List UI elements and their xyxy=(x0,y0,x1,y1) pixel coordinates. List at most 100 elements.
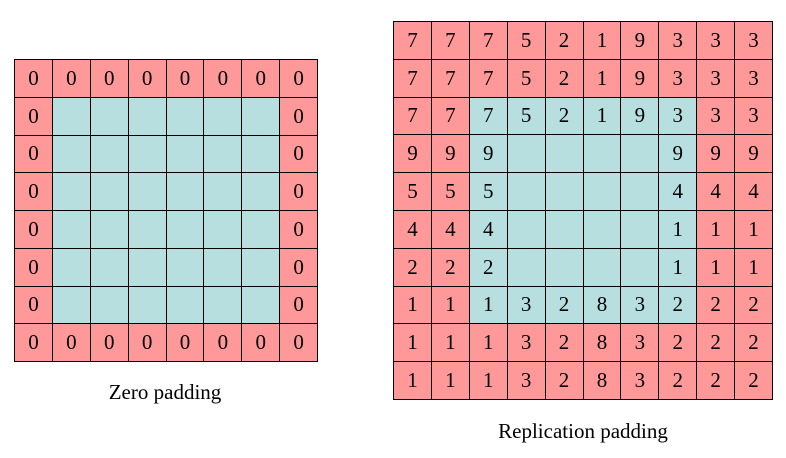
zero-padding-cell: 0 xyxy=(280,97,317,135)
zero-padding-cell xyxy=(52,248,90,286)
replication-padding-cell: 2 xyxy=(659,286,697,324)
zero-padding-cell: 0 xyxy=(15,286,52,324)
replication-padding-cell: 5 xyxy=(469,173,507,210)
zero-padding-cell xyxy=(166,286,204,324)
replication-padding-cell xyxy=(507,173,545,210)
zero-padding-cell: 0 xyxy=(52,324,90,361)
replication-padding-cell: 7 xyxy=(469,59,507,97)
zero-padding-cell xyxy=(90,135,128,173)
replication-padding-cell: 9 xyxy=(659,135,697,173)
zero-padding-cell: 0 xyxy=(280,248,317,286)
replication-padding-cell xyxy=(507,135,545,173)
replication-padding-cell: 2 xyxy=(545,324,583,362)
zero-padding-cell: 0 xyxy=(15,324,52,361)
replication-padding-cell: 2 xyxy=(394,248,431,286)
zero-padding-cell xyxy=(242,97,280,135)
replication-padding-cell: 4 xyxy=(431,210,469,248)
zero-padding-cell: 0 xyxy=(242,60,280,97)
replication-padding-cell: 7 xyxy=(469,22,507,59)
zero-padding-cell: 0 xyxy=(166,60,204,97)
zero-padding-cell: 0 xyxy=(15,211,52,248)
zero-padding-cell xyxy=(166,97,204,135)
zero-padding-cell xyxy=(166,211,204,248)
zero-padding-cell xyxy=(128,97,166,135)
replication-padding-cell: 2 xyxy=(697,324,735,362)
replication-padding-cell: 2 xyxy=(659,362,697,399)
replication-padding-cell: 1 xyxy=(394,286,431,324)
replication-padding-cell: 2 xyxy=(659,324,697,362)
zero-padding-cell xyxy=(204,248,242,286)
replication-padding-cell xyxy=(507,210,545,248)
replication-padding-cell: 1 xyxy=(697,248,735,286)
replication-padding-cell: 5 xyxy=(507,97,545,135)
zero-padding-cell xyxy=(128,248,166,286)
replication-padding-cell: 9 xyxy=(621,59,659,97)
zero-padding-cell xyxy=(242,135,280,173)
replication-padding-cell: 4 xyxy=(735,173,772,210)
replication-padding-cell: 1 xyxy=(697,210,735,248)
replication-padding-cell: 5 xyxy=(394,173,431,210)
replication-padding-cell: 9 xyxy=(621,22,659,59)
replication-padding-cell xyxy=(621,173,659,210)
replication-padding-cell: 4 xyxy=(469,210,507,248)
replication-padding-cell: 3 xyxy=(621,286,659,324)
zero-padding-cell xyxy=(204,97,242,135)
replication-padding-cell: 3 xyxy=(507,324,545,362)
replication-padding-cell xyxy=(621,135,659,173)
zero-padding-cell xyxy=(90,211,128,248)
replication-padding-cell: 9 xyxy=(621,97,659,135)
zero-padding-cell: 0 xyxy=(280,173,317,210)
replication-padding-cell: 2 xyxy=(431,248,469,286)
replication-padding-cell: 3 xyxy=(659,59,697,97)
replication-padding-cell: 7 xyxy=(394,59,431,97)
replication-padding-cell: 1 xyxy=(431,362,469,399)
zero-padding-cell: 0 xyxy=(128,324,166,361)
zero-padding-cell xyxy=(242,286,280,324)
replication-padding-cell: 3 xyxy=(659,22,697,59)
replication-padding-cell xyxy=(583,248,621,286)
replication-padding-cell: 8 xyxy=(583,324,621,362)
replication-padding-cell: 5 xyxy=(507,22,545,59)
replication-padding-cell: 8 xyxy=(583,362,621,399)
zero-padding-cell xyxy=(52,173,90,210)
replication-padding-cell: 7 xyxy=(431,22,469,59)
replication-padding-cell: 2 xyxy=(545,286,583,324)
zero-padding-cell: 0 xyxy=(204,60,242,97)
replication-padding-cell: 1 xyxy=(659,210,697,248)
replication-padding-cell: 3 xyxy=(697,22,735,59)
replication-padding-cell xyxy=(621,210,659,248)
replication-padding-cell: 9 xyxy=(697,135,735,173)
zero-padding-cell xyxy=(242,248,280,286)
zero-padding-cell: 0 xyxy=(280,286,317,324)
replication-padding-cell: 7 xyxy=(431,59,469,97)
replication-padding-cell: 2 xyxy=(545,97,583,135)
zero-padding-cell xyxy=(204,135,242,173)
replication-padding-cell: 1 xyxy=(394,362,431,399)
replication-padding-cell: 1 xyxy=(469,324,507,362)
replication-padding-cell: 3 xyxy=(735,22,772,59)
zero-padding-cell xyxy=(90,173,128,210)
replication-padding-cell xyxy=(583,210,621,248)
replication-padding-cell: 1 xyxy=(659,248,697,286)
replication-padding-cell: 1 xyxy=(431,286,469,324)
zero-padding-cell xyxy=(204,211,242,248)
replication-padding-cell: 9 xyxy=(469,135,507,173)
replication-padding-cell: 2 xyxy=(735,324,772,362)
replication-padding-cell: 4 xyxy=(697,173,735,210)
replication-padding-cell: 7 xyxy=(431,97,469,135)
replication-padding-cell: 1 xyxy=(431,324,469,362)
replication-padding-cell: 4 xyxy=(659,173,697,210)
replication-padding-cell: 2 xyxy=(697,286,735,324)
replication-padding-cell: 3 xyxy=(697,97,735,135)
replication-padding-cell: 9 xyxy=(394,135,431,173)
zero-padding-cell xyxy=(52,135,90,173)
replication-padding-cell: 1 xyxy=(394,324,431,362)
zero-padding-cell xyxy=(204,173,242,210)
replication-padding-cell: 1 xyxy=(469,286,507,324)
replication-padding-cell: 3 xyxy=(621,324,659,362)
replication-padding-cell: 2 xyxy=(545,22,583,59)
replication-padding-cell: 3 xyxy=(507,362,545,399)
replication-padding-cell xyxy=(545,135,583,173)
zero-padding-cell xyxy=(90,97,128,135)
